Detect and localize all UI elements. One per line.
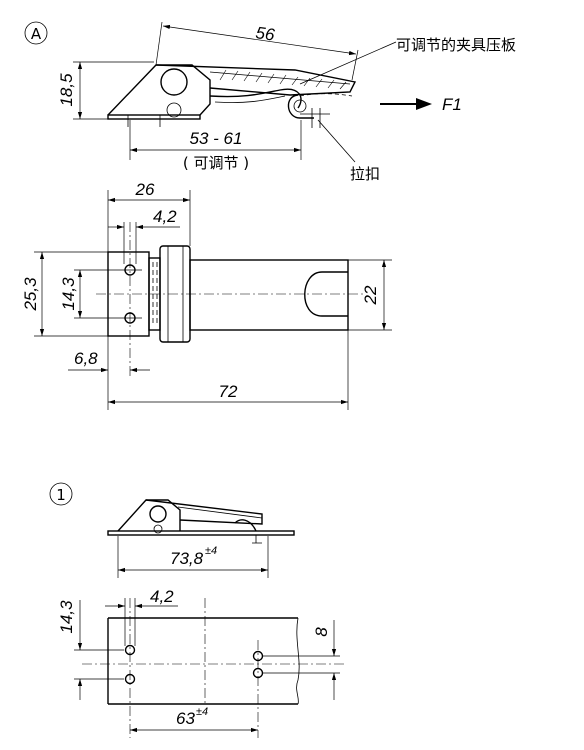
view-1-base-plate xyxy=(107,530,295,536)
lever-arm xyxy=(155,64,357,96)
view-a-marker: A xyxy=(24,21,48,45)
dim-18-5: 18,5 xyxy=(57,73,76,107)
dim-14-3-plan: 14,3 xyxy=(59,277,78,311)
hinge-pivot xyxy=(160,68,188,96)
label-catch: 拉扣 xyxy=(350,165,380,183)
view-1-plan: 4,2 14,3 8 63 ±4 xyxy=(57,587,345,738)
view-a-marker-label: A xyxy=(31,25,42,43)
dim-4-2-view-1: 4,2 xyxy=(150,587,174,606)
catch-hook xyxy=(287,94,314,119)
view-1-hinge-body xyxy=(117,499,181,532)
dim-73-8: 73,8 xyxy=(170,549,204,568)
dim-53-61: 53 - 61 xyxy=(190,129,243,148)
dim-63-tolerance: ±4 xyxy=(196,706,208,718)
dim-26: 26 xyxy=(135,180,155,199)
dim-56: 56 xyxy=(254,23,276,45)
plan-lever-grip xyxy=(304,271,348,317)
plan-view: 26 4,2 25,3 14,3 22 6,8 72 xyxy=(21,180,392,410)
view-1-side: 1 73,8 ±4 xyxy=(49,482,295,578)
dim-73-8-tolerance: ±4 xyxy=(205,545,217,557)
dim-72: 72 xyxy=(219,382,238,401)
force-label-f1: F1 xyxy=(442,95,462,114)
hatch-lever xyxy=(219,69,347,90)
hinge-body xyxy=(107,64,211,116)
view-a-side: A xyxy=(24,21,516,183)
dim-4-2-plan: 4,2 xyxy=(153,207,177,226)
dim-25-3: 25,3 xyxy=(21,277,40,312)
dim-22: 22 xyxy=(361,285,380,305)
dim-63: 63 xyxy=(176,709,195,728)
dim-6-8: 6,8 xyxy=(74,349,98,368)
label-clamp-plate: 可调节的夹具压板 xyxy=(396,36,516,54)
view-1-marker-label: 1 xyxy=(56,486,66,504)
base-plate xyxy=(107,114,201,120)
force-arrow xyxy=(380,98,432,110)
view-1-marker: 1 xyxy=(49,482,73,506)
view-1-lever xyxy=(145,499,263,525)
break-line xyxy=(296,617,300,705)
adjustable-note: ( 可调节 ) xyxy=(183,154,249,172)
view-1-hook xyxy=(234,519,257,532)
dim-8: 8 xyxy=(312,627,331,637)
dim-14-3-view-1: 14,3 xyxy=(57,600,76,634)
strap xyxy=(209,88,302,109)
plan-lever-plate xyxy=(189,259,349,331)
